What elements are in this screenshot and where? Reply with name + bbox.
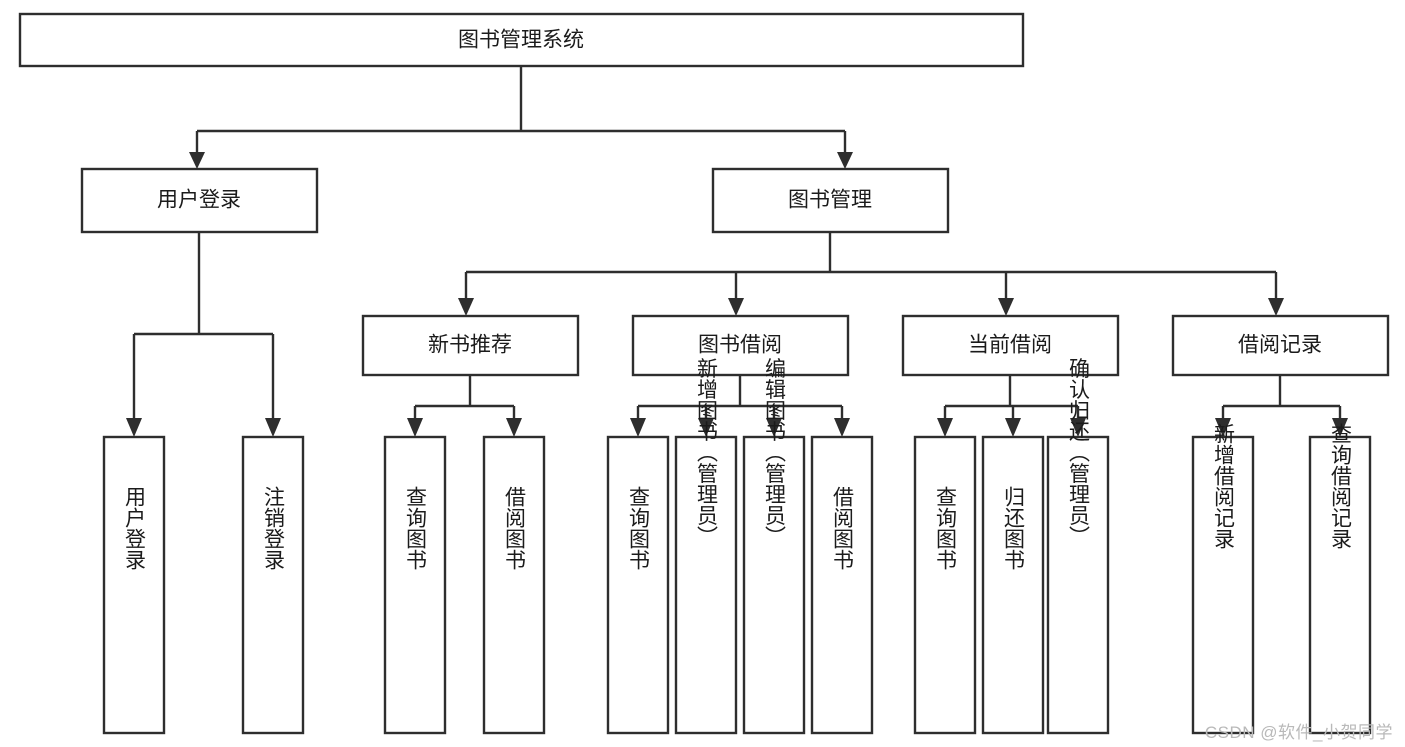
leaf-borrow-edit-book[interactable]: 编辑图书（管理员） [742, 358, 806, 735]
csdn-watermark: CSDN @软件_小贺同学 [1204, 723, 1393, 742]
leaf-new-book-borrow-label: 借阅图书 [503, 486, 527, 570]
node-root-system-label: 图书管理系统 [458, 29, 584, 52]
node-new-book-recommend-label: 新书推荐 [428, 334, 512, 357]
leaf-borrow-add-book[interactable]: 新增图书（管理员） [674, 358, 738, 735]
leaf-borrow-edit-book-label: 编辑图书（管理员） [763, 358, 787, 547]
node-borrow-record[interactable]: 借阅记录 [1171, 314, 1390, 377]
leaf-current-return-book[interactable]: 归还图书 [981, 435, 1045, 735]
connectors-current-borrow-to-leaves [937, 375, 1086, 437]
node-current-borrow-label: 当前借阅 [968, 334, 1052, 357]
leaf-user-login-logout[interactable]: 注销登录 [241, 435, 305, 735]
node-root-system[interactable]: 图书管理系统 [18, 12, 1025, 68]
connectors-book-borrow-to-leaves [630, 375, 850, 437]
node-new-book-recommend[interactable]: 新书推荐 [361, 314, 580, 377]
leaf-user-login-logout-label: 注销登录 [262, 486, 286, 570]
leaf-borrow-query-book[interactable]: 查询图书 [606, 435, 670, 735]
leaf-current-confirm-return[interactable]: 确认归还（管理员） [1046, 358, 1110, 735]
node-user-login[interactable]: 用户登录 [80, 167, 319, 234]
node-current-borrow[interactable]: 当前借阅 [901, 314, 1120, 377]
leaf-new-book-query[interactable]: 查询图书 [383, 435, 447, 735]
leaf-record-add-record[interactable]: 新增借阅记录 [1191, 423, 1255, 735]
leaf-record-query-record[interactable]: 查询借阅记录 [1308, 423, 1372, 735]
leaf-borrow-borrow-book[interactable]: 借阅图书 [810, 435, 874, 735]
node-book-management-label: 图书管理 [788, 189, 872, 212]
connectors-root-to-level2 [189, 66, 853, 169]
connectors-borrow-record-to-leaves [1215, 375, 1348, 437]
node-borrow-record-label: 借阅记录 [1238, 334, 1322, 357]
leaf-borrow-borrow-book-label: 借阅图书 [831, 486, 855, 570]
leaf-user-login-login-label: 用户登录 [123, 486, 147, 570]
node-book-management[interactable]: 图书管理 [711, 167, 950, 234]
leaf-borrow-add-book-label: 新增图书（管理员） [695, 358, 719, 547]
leaf-record-query-record-label: 查询借阅记录 [1329, 423, 1353, 549]
leaf-current-confirm-return-label: 确认归还（管理员） [1067, 358, 1091, 547]
node-book-borrow[interactable]: 图书借阅 [631, 314, 850, 377]
leaf-borrow-query-book-label: 查询图书 [627, 486, 651, 570]
leaf-user-login-login[interactable]: 用户登录 [102, 435, 166, 735]
leaf-record-add-record-label: 新增借阅记录 [1212, 423, 1236, 549]
connectors-user-login-to-leaves [126, 232, 281, 437]
connectors-book-mgmt-to-level3 [458, 232, 1284, 316]
leaf-current-return-book-label: 归还图书 [1002, 486, 1026, 570]
leaf-current-query-book-label: 查询图书 [934, 486, 958, 570]
node-book-borrow-label: 图书借阅 [698, 334, 782, 357]
leaf-new-book-borrow[interactable]: 借阅图书 [482, 435, 546, 735]
leaf-current-query-book[interactable]: 查询图书 [913, 435, 977, 735]
leaf-new-book-query-label: 查询图书 [404, 486, 428, 570]
connectors-new-book-to-leaves [407, 375, 522, 437]
node-user-login-label: 用户登录 [157, 189, 241, 212]
